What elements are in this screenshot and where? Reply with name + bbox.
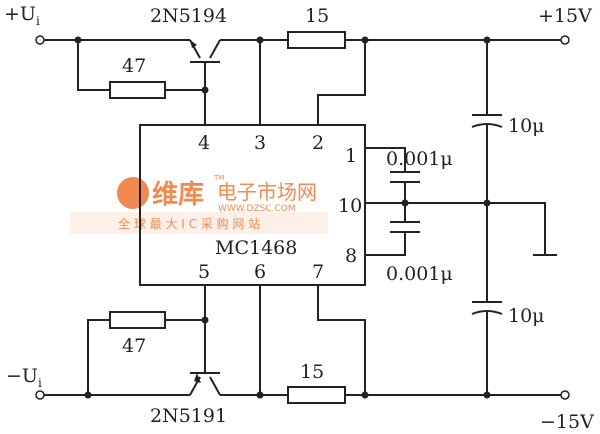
r-bottom-sense-label: 15 [300,361,324,383]
q-top-label: 2N5194 [150,5,227,27]
c-top-comp-label: 0.001μ [386,148,453,170]
watermark-slogan: 全 球 最 大 I C 采 购 网 站 [118,216,260,231]
watermark-brand: 维库 [152,179,204,210]
c-bottom-out-label: 10μ [508,305,545,327]
bottom-rail [35,390,570,400]
pin-7: 7 [312,261,324,283]
ground-symbol [487,202,557,256]
vout-pos-label: +15V [538,5,592,27]
pin-2: 2 [312,132,324,154]
output-terminal-pos [560,35,570,45]
pin-4: 4 [198,132,210,154]
pin-5: 5 [198,261,210,283]
transistor-2n5194 [189,39,221,125]
resistor-15-bottom [287,386,346,404]
vin-pos-label: +Ui [4,3,40,28]
c-bottom-comp-label: 0.001μ [386,263,453,285]
r-bottom-base-label: 47 [122,335,146,357]
compensation-capacitors [365,147,487,256]
output-capacitors [471,40,503,399]
input-terminal-pos [35,35,45,45]
pin-8: 8 [345,245,357,267]
vout-neg-label: −15V [540,411,594,433]
r-top-base-label: 47 [122,55,146,77]
vin-neg-label: −Ui [6,365,42,390]
r-top-sense-label: 15 [305,5,329,27]
ic-mc1468 [139,124,366,286]
q-bottom-label: 2N5191 [150,405,227,427]
output-terminal-neg [560,390,570,400]
pin-6: 6 [254,261,266,283]
watermark: 维库 电子市场网 TM WWW.DZSC.COM 全 球 最 大 I C 采 购… [70,174,328,234]
watermark-url: WWW.DZSC.COM [218,204,296,214]
c-top-out-label: 10μ [508,115,545,137]
watermark-name: 电子市场网 [217,180,317,204]
watermark-logo-icon [117,177,149,209]
transistor-2n5191 [189,285,221,396]
input-terminal-neg [35,390,45,400]
pin-1: 1 [345,145,357,167]
ic-label: MC1468 [215,237,297,259]
watermark-tm: TM [213,174,224,182]
pin-3: 3 [254,132,266,154]
resistor-47-top [77,40,209,99]
resistor-15-top [287,31,346,49]
pin-10: 10 [338,195,362,217]
resistor-47-bottom [87,311,209,395]
